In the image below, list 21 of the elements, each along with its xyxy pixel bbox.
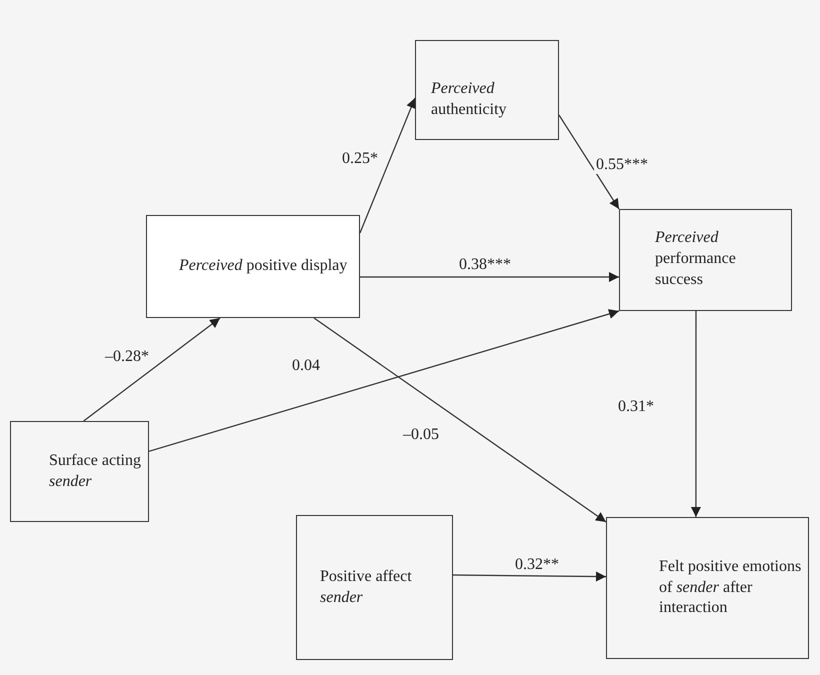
path-arrow — [359, 98, 416, 234]
variable-label: Perceived positive display — [178, 256, 348, 276]
variable-box — [606, 517, 809, 659]
path-arrow — [558, 114, 620, 210]
path-arrow — [360, 272, 619, 282]
path-arrow — [453, 572, 606, 582]
variable-label: Surface acting sender — [48, 450, 142, 492]
path-arrow — [83, 318, 220, 422]
variable-box — [296, 515, 453, 660]
path-arrow — [148, 309, 620, 452]
variable-label: Felt positive emotions of sender after interaction — [658, 556, 802, 618]
edge-label: 0.55*** — [594, 156, 650, 174]
variable-label: Perceived authenticity — [430, 79, 508, 120]
variable-box — [146, 215, 360, 318]
variable-box — [619, 209, 792, 311]
path-arrow — [690, 311, 701, 517]
variable-label: Positive affect sender — [319, 566, 413, 608]
variable-label: Perceived performance success — [654, 228, 737, 290]
variable-box — [415, 40, 559, 140]
variable-box — [10, 421, 149, 522]
path-arrow — [314, 318, 606, 522]
